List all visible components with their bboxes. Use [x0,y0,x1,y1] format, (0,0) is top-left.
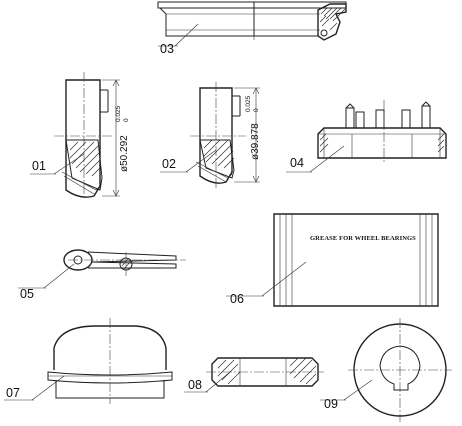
part-08-label: 08 [188,378,202,392]
part-03-seal: 03 [157,1,347,56]
part-07-grease-cap: 07 [4,318,173,404]
part-04-retainer: 04 [286,100,447,173]
part-01-bearing: ø50.292 0.025 0 01 [30,72,130,200]
part-04-label: 04 [290,156,304,170]
part-07-label: 07 [6,386,20,400]
part-08-nut: 08 [184,357,324,393]
part-02-tol-lower: 0 [253,108,260,112]
part-01-tol-upper: 0.025 [115,105,122,122]
part-02-bearing: ø39.878 0.025 0 02 [160,82,261,188]
part-09-washer: 09 [320,318,452,422]
part-09-label: 09 [324,397,338,411]
part-06-grease-package: GREASE FOR WHEEL BEARINGS 06 [226,213,439,307]
part-03-label: 03 [160,42,174,56]
part-01-tol-lower: 0 [123,118,130,122]
part-01-label: 01 [32,159,46,173]
part-02-tol-upper: 0.025 [245,95,252,112]
part-05-cotter-pin: 05 [18,249,186,301]
part-06-package-text: GREASE FOR WHEEL BEARINGS [310,235,416,242]
part-02-dimension: ø39.878 [250,123,261,160]
part-02-label: 02 [162,157,176,171]
part-06-label: 06 [230,292,244,306]
part-01-dimension: ø50.292 [119,135,130,172]
part-05-label: 05 [20,287,34,301]
